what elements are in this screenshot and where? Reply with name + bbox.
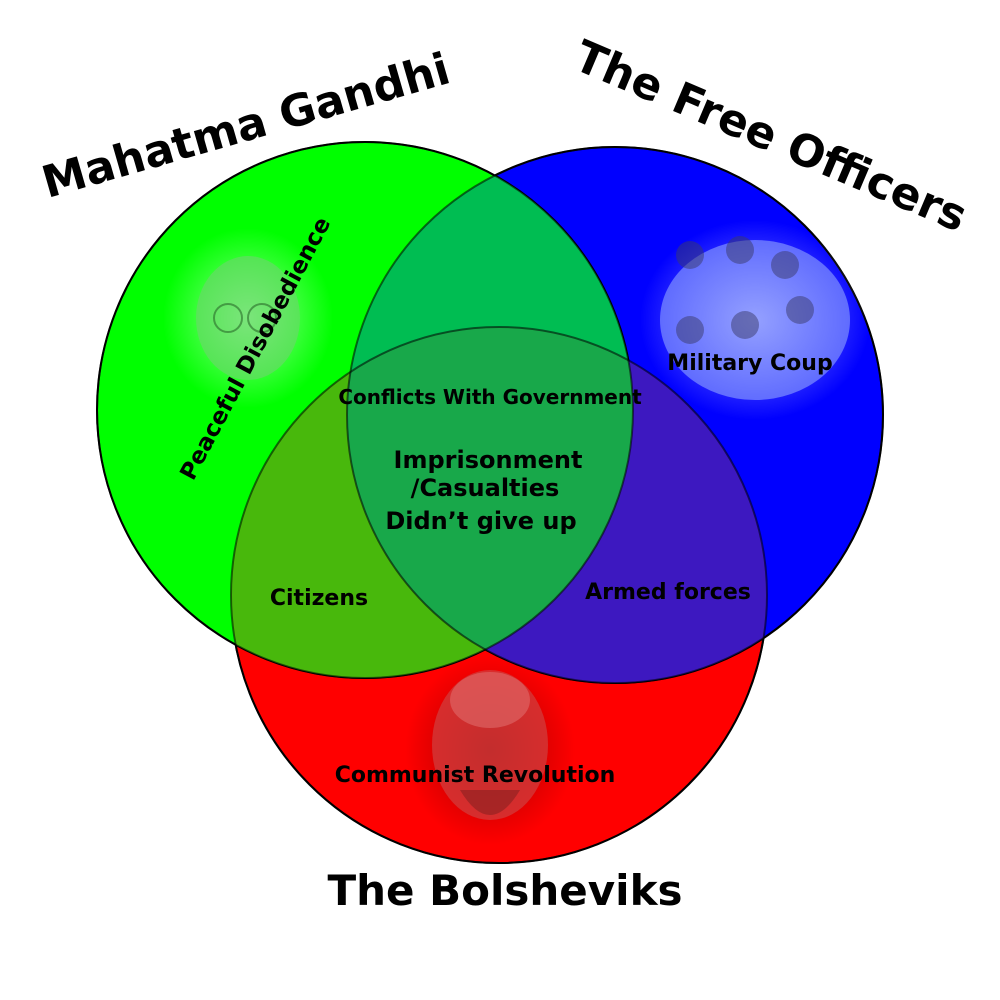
label-gandhi-bolsheviks: Citizens — [270, 586, 368, 611]
region-center — [347, 327, 633, 678]
label-center-line-3: Didn’t give up — [385, 507, 576, 535]
label-center-line-2: /Casualties — [411, 474, 560, 502]
label-center-line-1: Imprisonment — [394, 446, 583, 474]
label-free-officers: Military Coup — [667, 351, 832, 376]
label-free-officers-bolsheviks: Armed forces — [585, 580, 751, 605]
title-bolsheviks: The Bolsheviks — [327, 866, 682, 915]
label-bolsheviks: Communist Revolution — [335, 763, 616, 788]
label-gandhi-free-officers: Conflicts With Government — [338, 385, 642, 409]
free-officers-group-photo — [640, 220, 870, 420]
gandhi-portrait — [163, 228, 333, 408]
lenin-portrait — [405, 655, 575, 845]
